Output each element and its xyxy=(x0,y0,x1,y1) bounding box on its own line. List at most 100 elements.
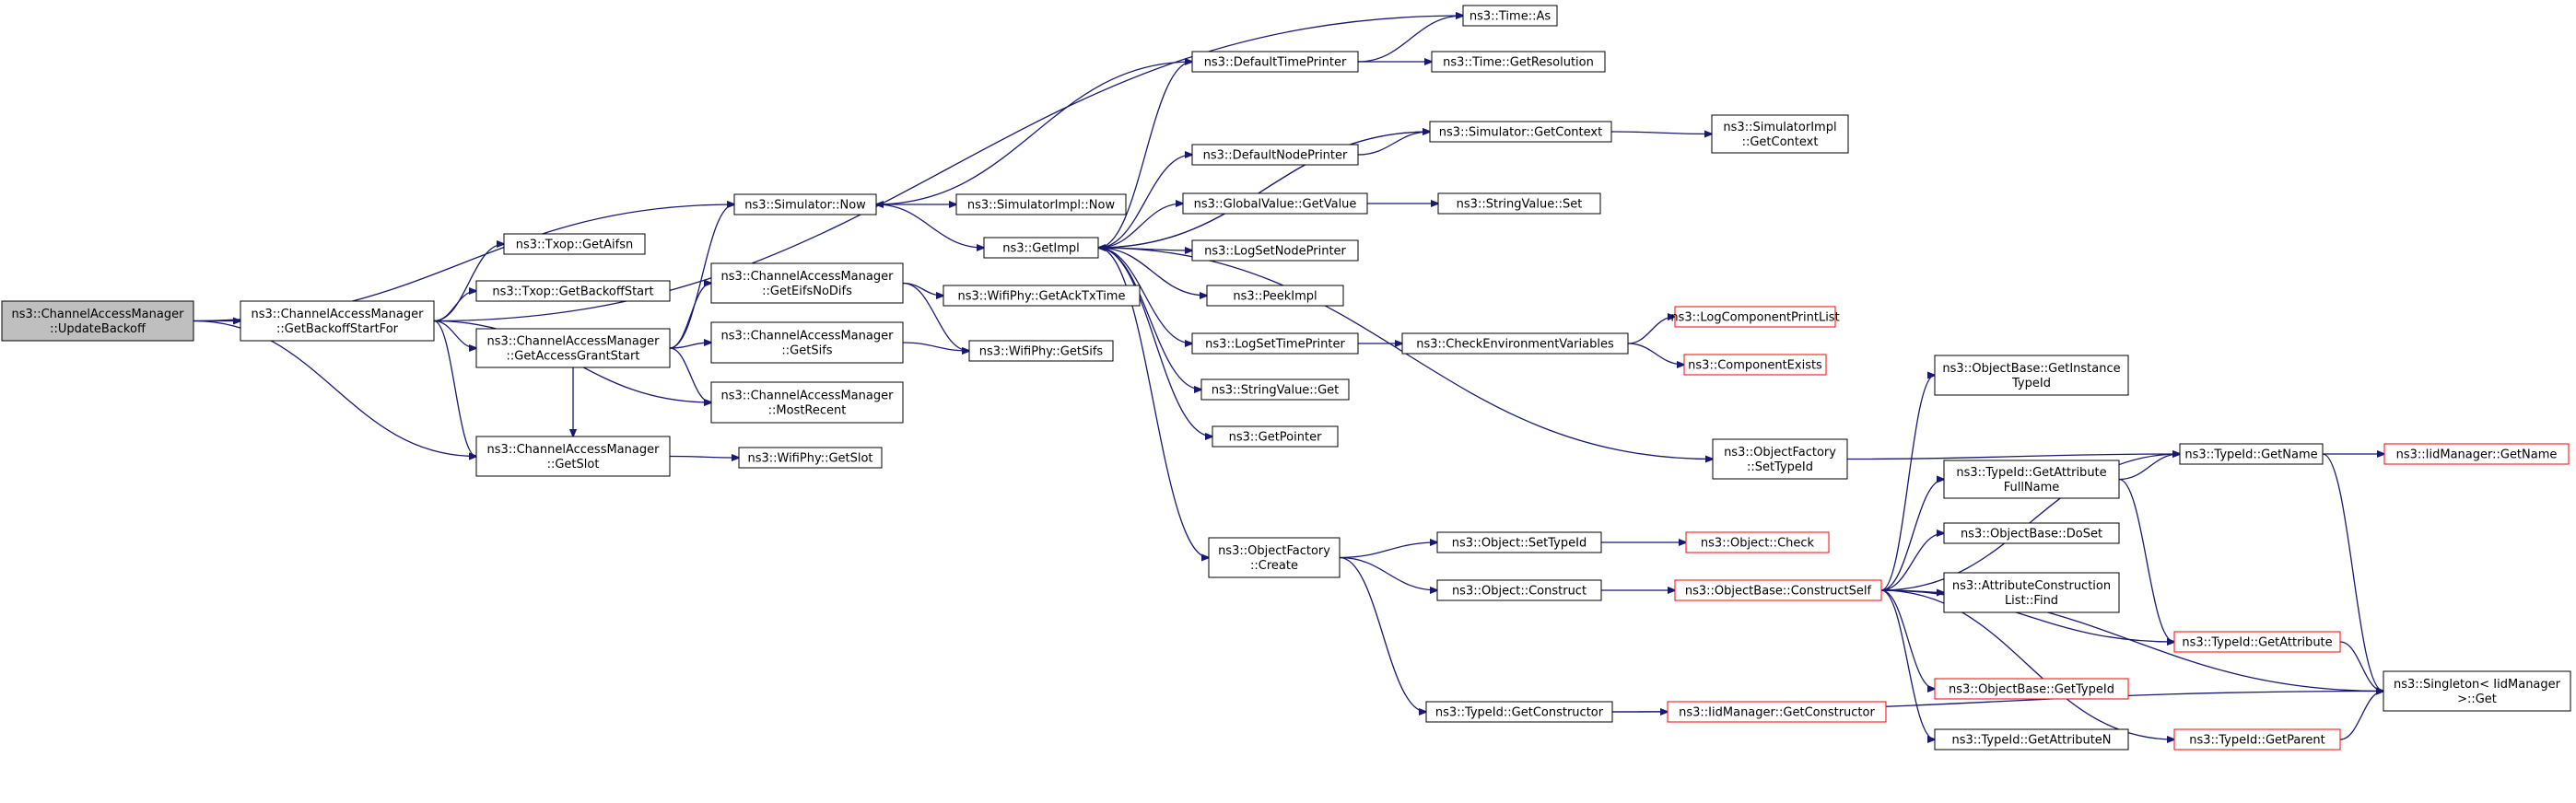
node-singleton[interactable]: ns3::Singleton< IidManager >::Get xyxy=(2383,670,2571,712)
node-gags[interactable]: ns3::ChannelAccessManager::GetAccessGran… xyxy=(475,328,671,368)
node-checkenv[interactable]: ns3::CheckEnvironmentVariables xyxy=(1401,332,1629,355)
node-box[interactable] xyxy=(475,436,671,477)
node-getctx[interactable]: ns3::Simulator::GetContext xyxy=(1429,121,1612,143)
node-box[interactable] xyxy=(1401,332,1629,355)
node-of_create[interactable]: ns3::ObjectFactory::Create xyxy=(1208,537,1341,578)
node-box[interactable] xyxy=(1667,701,1887,723)
node-getsifs_cam[interactable]: ns3::ChannelAccessManager::GetSifs xyxy=(710,321,904,364)
node-box[interactable] xyxy=(2383,670,2571,712)
node-getpointer[interactable]: ns3::GetPointer xyxy=(1212,425,1339,448)
node-tid_getname[interactable]: ns3::TypeId::GetName xyxy=(2179,443,2324,465)
node-phy_slot[interactable]: ns3::WifiPhy::GetSlot xyxy=(738,447,883,469)
node-ob_gettypeid[interactable]: ns3::ObjectBase::GetTypeId xyxy=(1934,678,2129,700)
node-dnp[interactable]: ns3::DefaultNodePrinter xyxy=(1191,144,1359,166)
node-box[interactable] xyxy=(240,300,435,342)
node-box[interactable] xyxy=(1191,144,1359,166)
node-box[interactable] xyxy=(1934,728,2129,751)
node-box[interactable] xyxy=(733,193,877,215)
node-obj_settypeid[interactable]: ns3::Object::SetTypeId xyxy=(1436,531,1602,553)
node-getimpl[interactable]: ns3::GetImpl xyxy=(983,237,1099,259)
node-time_as[interactable]: ns3::Time::As xyxy=(1462,5,1558,27)
node-box[interactable] xyxy=(1712,438,1848,480)
node-box[interactable] xyxy=(1,300,194,342)
node-dtp[interactable]: ns3::DefaultTimePrinter xyxy=(1191,51,1359,73)
node-ob_doset[interactable]: ns3::ObjectBase::DoSet xyxy=(1943,522,2120,544)
node-box[interactable] xyxy=(943,285,1141,307)
node-box[interactable] xyxy=(503,233,646,255)
node-box[interactable] xyxy=(983,237,1099,259)
node-box[interactable] xyxy=(1191,239,1359,262)
node-gbsf[interactable]: ns3::ChannelAccessManager::GetBackoffSta… xyxy=(240,300,435,342)
node-box[interactable] xyxy=(1436,579,1602,601)
node-box[interactable] xyxy=(2173,631,2341,653)
node-box[interactable] xyxy=(1212,425,1339,448)
node-tid_getattrn[interactable]: ns3::TypeId::GetAttributeN xyxy=(1934,728,2129,751)
node-box[interactable] xyxy=(1683,354,1827,376)
node-aifsn[interactable]: ns3::Txop::GetAifsn xyxy=(503,233,646,255)
node-iid_getname[interactable]: ns3::IidManager::GetName xyxy=(2383,443,2570,465)
node-box[interactable] xyxy=(955,193,1127,215)
node-box[interactable] xyxy=(1934,355,2129,396)
node-obj_check[interactable]: ns3::Object::Check xyxy=(1685,531,1830,553)
node-box[interactable] xyxy=(1934,678,2129,700)
node-mostrecent[interactable]: ns3::ChannelAccessManager::MostRecent xyxy=(710,381,904,424)
node-box[interactable] xyxy=(1436,531,1602,553)
node-box[interactable] xyxy=(1429,121,1612,143)
node-box[interactable] xyxy=(1437,192,1601,215)
node-box[interactable] xyxy=(475,328,671,368)
node-of_settypeid[interactable]: ns3::ObjectFactory::SetTypeId xyxy=(1712,438,1848,480)
node-simimpl_ctx[interactable]: ns3::SimulatorImpl::GetContext xyxy=(1711,114,1849,154)
node-strval_set[interactable]: ns3::StringValue::Set xyxy=(1437,192,1601,215)
node-box[interactable] xyxy=(1943,572,2120,613)
node-box[interactable] xyxy=(1191,51,1359,73)
node-box[interactable] xyxy=(968,340,1114,362)
node-box[interactable] xyxy=(1674,579,1882,601)
node-tid_getctor[interactable]: ns3::TypeId::GetConstructor xyxy=(1425,701,1613,723)
node-box[interactable] xyxy=(738,447,883,469)
node-box[interactable] xyxy=(1674,306,1836,328)
node-getres[interactable]: ns3::Time::GetResolution xyxy=(1431,51,1606,73)
node-box[interactable] xyxy=(710,321,904,364)
node-logcpl[interactable]: ns3::LogComponentPrintList xyxy=(1670,306,1840,328)
node-eifsnodifs[interactable]: ns3::ChannelAccessManager::GetEifsNoDifs xyxy=(710,262,904,304)
node-ackTx[interactable]: ns3::WifiPhy::GetAckTxTime xyxy=(943,285,1141,307)
node-obj_construct[interactable]: ns3::Object::Construct xyxy=(1436,579,1602,601)
node-lstp[interactable]: ns3::LogSetTimePrinter xyxy=(1191,332,1359,355)
node-sim_now[interactable]: ns3::Simulator::Now xyxy=(733,193,877,215)
node-box[interactable] xyxy=(475,280,671,302)
node-box[interactable] xyxy=(1431,51,1606,73)
node-ob_constructself[interactable]: ns3::ObjectBase::ConstructSelf xyxy=(1674,579,1882,601)
node-box[interactable] xyxy=(1943,522,2120,544)
node-box[interactable] xyxy=(1191,332,1359,355)
node-box[interactable] xyxy=(1200,378,1350,401)
node-backoffstart[interactable]: ns3::Txop::GetBackoffStart xyxy=(475,280,671,302)
node-lsnp[interactable]: ns3::LogSetNodePrinter xyxy=(1191,239,1359,262)
node-gv_getvalue[interactable]: ns3::GlobalValue::GetValue xyxy=(1182,192,1368,215)
node-peekimpl[interactable]: ns3::PeekImpl xyxy=(1206,285,1344,307)
node-root[interactable]: ns3::ChannelAccessManager::UpdateBackoff xyxy=(1,300,194,342)
node-box[interactable] xyxy=(1943,460,2120,499)
node-box[interactable] xyxy=(1182,192,1368,215)
node-box[interactable] xyxy=(1206,285,1344,307)
node-box[interactable] xyxy=(2173,728,2341,751)
node-simimpl_now[interactable]: ns3::SimulatorImpl::Now xyxy=(955,193,1127,215)
node-box[interactable] xyxy=(1208,537,1341,578)
node-box[interactable] xyxy=(710,381,904,424)
node-getslot[interactable]: ns3::ChannelAccessManager::GetSlot xyxy=(475,436,671,477)
node-box[interactable] xyxy=(2179,443,2324,465)
node-box[interactable] xyxy=(2383,443,2570,465)
node-box[interactable] xyxy=(1711,114,1849,154)
node-box[interactable] xyxy=(1462,5,1558,27)
node-tid_getparent[interactable]: ns3::TypeId::GetParent xyxy=(2173,728,2341,751)
node-iid_getctor[interactable]: ns3::IidManager::GetConstructor xyxy=(1667,701,1887,723)
node-phy_sifs[interactable]: ns3::WifiPhy::GetSifs xyxy=(968,340,1114,362)
node-box[interactable] xyxy=(710,262,904,304)
node-compexists[interactable]: ns3::ComponentExists xyxy=(1683,354,1827,376)
node-tid_getattr[interactable]: ns3::TypeId::GetAttribute xyxy=(2173,631,2341,653)
node-box[interactable] xyxy=(1425,701,1613,723)
node-strval_get[interactable]: ns3::StringValue::Get xyxy=(1200,378,1350,401)
node-box[interactable] xyxy=(1685,531,1830,553)
